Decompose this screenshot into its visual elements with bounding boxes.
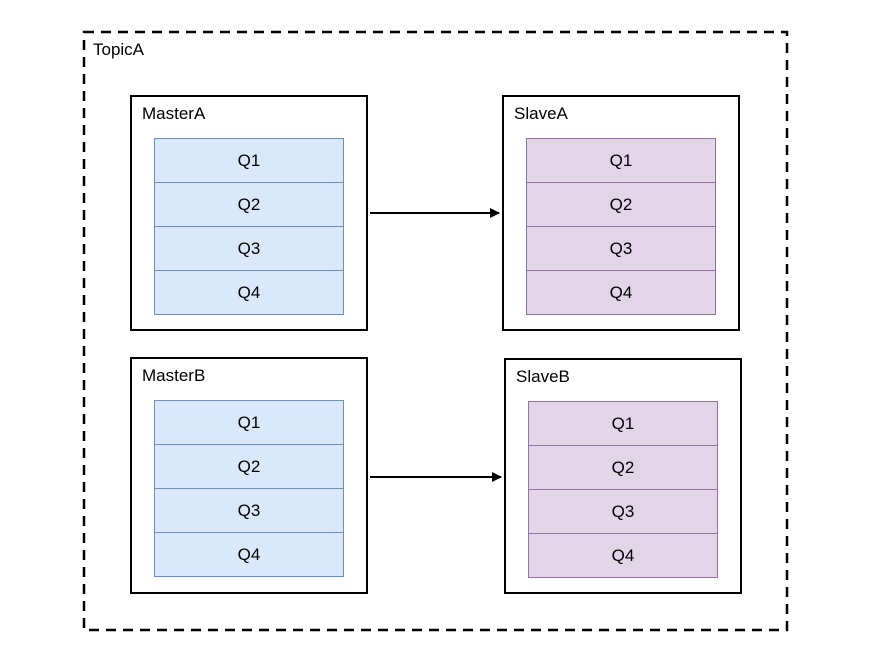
queue-row: Q1 bbox=[154, 400, 344, 445]
topic-label: TopicA bbox=[93, 40, 145, 59]
queue-row: Q3 bbox=[528, 489, 718, 534]
queue-row: Q1 bbox=[526, 138, 716, 183]
queue-row: Q4 bbox=[526, 270, 716, 315]
node-slave-b-queues: Q1 Q2 Q3 Q4 bbox=[528, 401, 718, 578]
node-slave-b-title: SlaveB bbox=[516, 367, 570, 386]
node-master-b-title: MasterB bbox=[142, 366, 206, 385]
queue-row: Q4 bbox=[154, 532, 344, 577]
node-slave-a-title: SlaveA bbox=[514, 104, 568, 123]
node-slave-a-queues: Q1 Q2 Q3 Q4 bbox=[526, 138, 716, 315]
queue-row: Q1 bbox=[528, 401, 718, 446]
queue-row: Q1 bbox=[154, 138, 344, 183]
node-master-a: MasterA Q1 Q2 Q3 Q4 bbox=[130, 95, 368, 331]
queue-row: Q4 bbox=[528, 533, 718, 578]
queue-row: Q2 bbox=[154, 444, 344, 489]
node-slave-a: SlaveA Q1 Q2 Q3 Q4 bbox=[502, 95, 740, 331]
node-master-b: MasterB Q1 Q2 Q3 Q4 bbox=[130, 357, 368, 594]
queue-row: Q2 bbox=[154, 182, 344, 227]
node-master-a-queues: Q1 Q2 Q3 Q4 bbox=[154, 138, 344, 315]
queue-row: Q3 bbox=[154, 488, 344, 533]
queue-row: Q3 bbox=[526, 226, 716, 271]
node-master-b-queues: Q1 Q2 Q3 Q4 bbox=[154, 400, 344, 577]
node-master-a-title: MasterA bbox=[142, 104, 206, 123]
queue-row: Q2 bbox=[526, 182, 716, 227]
queue-row: Q4 bbox=[154, 270, 344, 315]
node-slave-b: SlaveB Q1 Q2 Q3 Q4 bbox=[504, 358, 742, 594]
queue-row: Q3 bbox=[154, 226, 344, 271]
queue-row: Q2 bbox=[528, 445, 718, 490]
